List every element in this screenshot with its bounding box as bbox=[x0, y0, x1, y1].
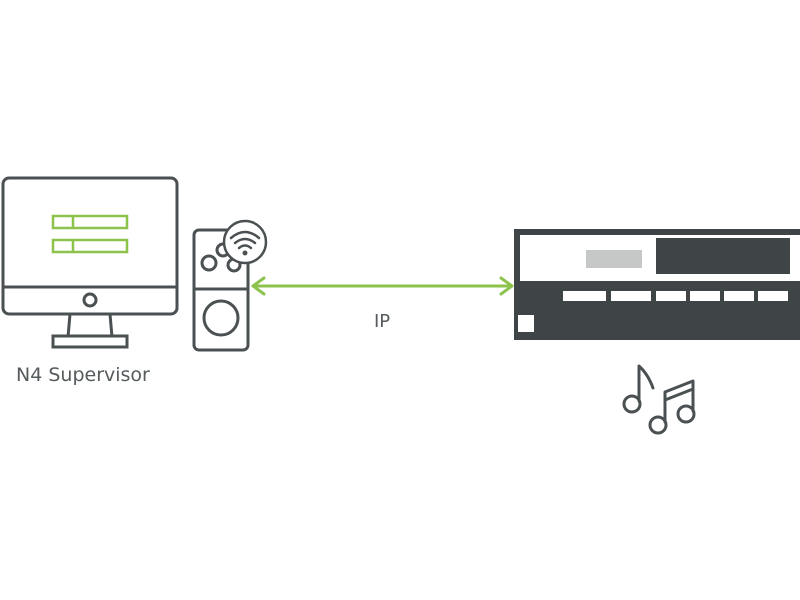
wifi-icon bbox=[222, 219, 268, 265]
ip-link-arrow bbox=[251, 276, 514, 296]
ip-link-label: IP bbox=[374, 311, 391, 332]
rack-audio-unit-icon bbox=[514, 229, 800, 340]
desktop-monitor-icon bbox=[1, 176, 179, 349]
supervisor-label: N4 Supervisor bbox=[16, 364, 150, 386]
screen-bars bbox=[51, 214, 129, 254]
music-notes-icon bbox=[622, 364, 696, 435]
